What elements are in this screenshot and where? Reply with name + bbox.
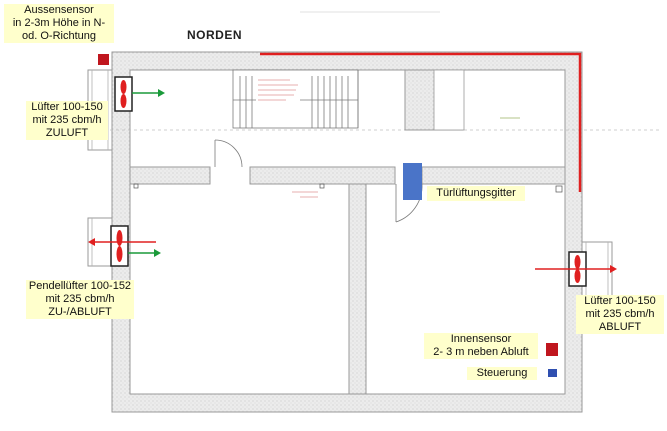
- door-swing-top: [214, 139, 243, 168]
- red-wall-marking: [260, 52, 582, 192]
- pendulum-fan-label: Pendellüfter 100-152 mit 235 cbm/h ZU-/A…: [26, 280, 134, 319]
- fan-supply-label: Lüfter 100-150 mit 235 cbm/h ZULUFT: [26, 101, 108, 140]
- fan-exhaust-label: Lüfter 100-150 mit 235 cbm/h ABLUFT: [576, 295, 664, 334]
- arrow-pendulum-in: [128, 249, 161, 257]
- interior-wall-vertical: [348, 183, 367, 395]
- pendulum-fan-symbol: [110, 225, 129, 267]
- control-label: Steuerung: [467, 367, 537, 380]
- outdoor-sensor-label: Aussensensor in 2-3m Höhe in N- od. O-Ri…: [4, 4, 114, 43]
- indoor-sensor-marker: [546, 343, 558, 356]
- heading-north: NORDEN: [187, 28, 243, 42]
- arrow-exhaust: [535, 265, 617, 273]
- outdoor-sensor-marker: [98, 54, 109, 65]
- indoor-sensor-label: Innensensor 2- 3 m neben Abluft: [424, 333, 538, 359]
- interior-wall-horizontal: [129, 166, 566, 185]
- control-marker: [548, 369, 557, 377]
- door-grille-marker: [403, 163, 422, 200]
- arrow-pendulum-out: [88, 238, 156, 246]
- fan-supply-symbol: [114, 76, 133, 112]
- arrow-supply: [132, 89, 165, 97]
- door-grille-label: Türlüftungsgitter: [427, 186, 525, 201]
